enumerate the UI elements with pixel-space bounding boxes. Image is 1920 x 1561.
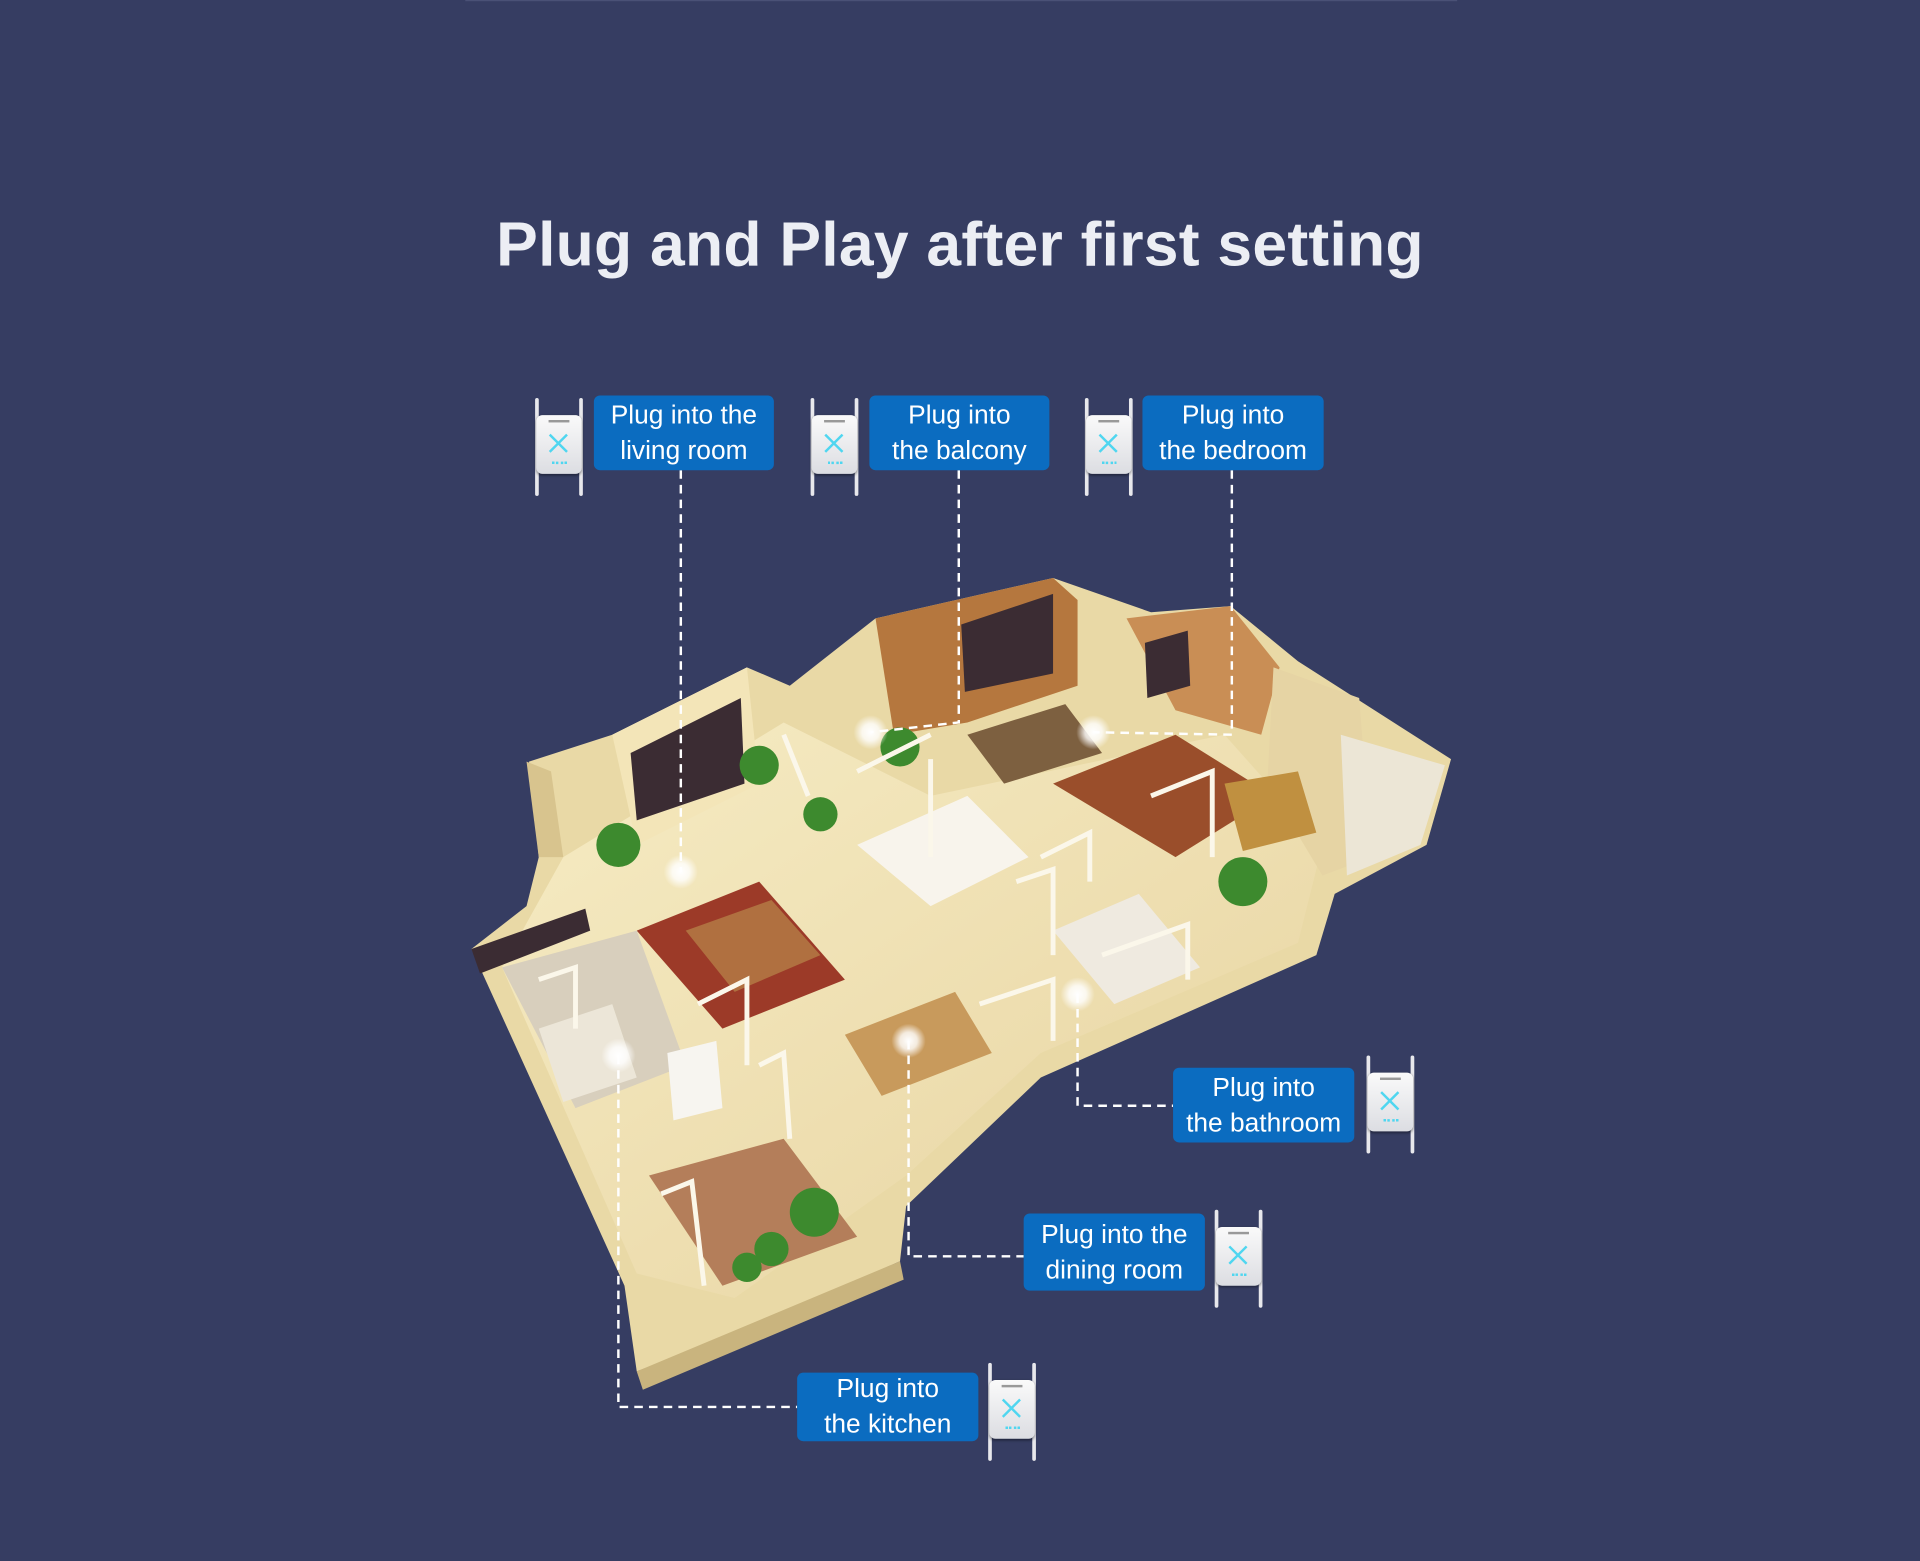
location-dot-icon bbox=[1076, 715, 1111, 750]
label-balcony: Plug into the balcony bbox=[869, 395, 1050, 471]
wifi-extender-icon bbox=[533, 397, 586, 496]
page-title: Plug and Play after first setting bbox=[496, 209, 1424, 280]
location-dot-icon bbox=[891, 1023, 926, 1058]
label-line: the kitchen bbox=[824, 1409, 952, 1439]
label-line: Plug into bbox=[836, 1373, 939, 1404]
wifi-extender-icon bbox=[1082, 397, 1135, 496]
location-dots bbox=[601, 715, 1111, 1073]
label-line: the balcony bbox=[892, 435, 1027, 465]
floor-plan bbox=[471, 577, 1452, 1390]
wifi-extender-icon bbox=[808, 397, 861, 496]
location-dot-icon bbox=[663, 854, 698, 889]
location-dot-icon bbox=[853, 715, 888, 750]
connector-kitchen bbox=[617, 1055, 798, 1409]
label-line: Plug into bbox=[1212, 1072, 1315, 1102]
label-line: Plug into bbox=[908, 399, 1011, 430]
wifi-extender-icon bbox=[1364, 1055, 1417, 1154]
label-line: dining room bbox=[1045, 1254, 1184, 1284]
label-bathroom: Plug into the bathroom bbox=[1173, 1067, 1355, 1143]
divider bbox=[465, 0, 1458, 2]
label-line: Plug into bbox=[1181, 399, 1285, 430]
wifi-extender-icon bbox=[1212, 1209, 1265, 1308]
label-line: the bedroom bbox=[1159, 435, 1307, 465]
label-kitchen: Plug into the kitchen bbox=[797, 1372, 979, 1442]
location-dot-icon bbox=[1060, 977, 1095, 1012]
label-dining-room: Plug into the dining room bbox=[1023, 1213, 1205, 1291]
wifi-extender-icon bbox=[986, 1362, 1039, 1461]
label-line: Plug into the bbox=[610, 399, 758, 430]
label-living-room: Plug into the living room bbox=[593, 395, 774, 471]
label-line: the bathroom bbox=[1186, 1107, 1342, 1137]
connector-bathroom bbox=[1076, 994, 1174, 1107]
label-bedroom: Plug into the bedroom bbox=[1142, 395, 1324, 471]
connector-balcony bbox=[870, 470, 961, 734]
location-dot-icon bbox=[601, 1038, 636, 1073]
label-line: Plug into the bbox=[1041, 1218, 1188, 1249]
label-line: living room bbox=[620, 435, 748, 465]
